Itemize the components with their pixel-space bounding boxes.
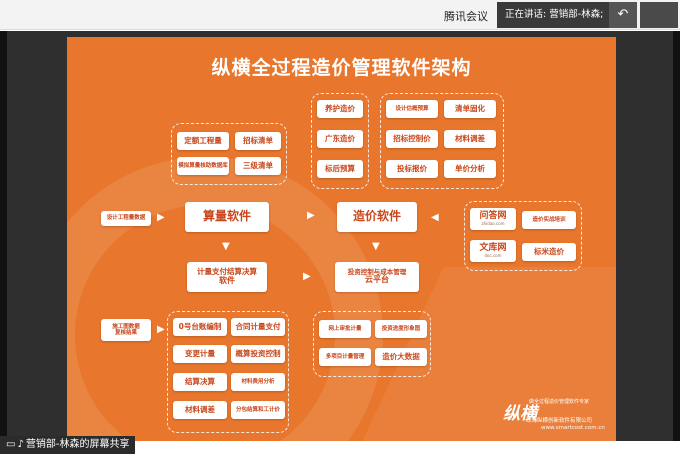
back-button[interactable]: ↶ — [609, 2, 637, 28]
node-suanliang-software: 算量软件 — [185, 202, 269, 232]
box-zhaobiao-kongzhijia: 招标控制价 — [386, 130, 438, 148]
box-biaomi-zaojia: 标米造价 — [522, 243, 576, 261]
box-danjia-fenxi: 单价分析 — [444, 160, 496, 178]
box-fenbao-jiesuan: 分包结算和工计价 — [231, 401, 285, 419]
shared-screen: 纵横全过程造价管理软件架构 定额工程量 招标清单 模拟算量核助数据库 三级清单 … — [7, 31, 673, 441]
company-logo: 纵横 — [503, 404, 537, 424]
box-guangdong-zaojia: 广东造价 — [317, 130, 363, 148]
mic-icon: ♪ — [17, 439, 24, 450]
group-bottom-left — [167, 311, 289, 433]
box-line: 复核结果 — [114, 330, 137, 336]
box-biangeng-jiliang: 变更计量 — [173, 345, 227, 363]
group-top-left — [171, 123, 287, 185]
box-touzi-jindu: 投资进度形象图 — [375, 320, 427, 338]
arrow-down-icon: ▼ — [372, 241, 380, 252]
arrow-right-icon: ▶ — [307, 210, 315, 221]
box-sub: doc.com — [484, 252, 502, 258]
box-wangshang-shenpi: 网上审批计量 — [319, 320, 371, 338]
slide-title: 纵横全过程造价管理软件架构 — [211, 57, 472, 79]
group-top-mid — [311, 93, 369, 189]
share-owner-label: 营销部-林森的屏幕共享 — [25, 439, 130, 450]
box-dinge-gongchengliang: 定额工程量 — [177, 132, 229, 150]
company-name: 珠海纵横创新软件有限公司 — [526, 418, 593, 424]
node-line: 计量支付结算决算 — [197, 267, 257, 277]
screen-icon: ▭ — [6, 439, 16, 450]
arrow-down-icon: ▼ — [222, 241, 230, 252]
box-sub: zhidao.com — [481, 220, 505, 226]
arrow-right-icon: ▶ — [157, 324, 165, 335]
window-titlebar: 腾讯会议 正在讲话: 营销部-林森; ↶ — [0, 0, 680, 30]
box-zaojia-dashuju: 造价大数据 — [375, 348, 427, 366]
box-label: 文库网 — [479, 242, 507, 253]
box-biaohou-yusuan: 标后预算 — [317, 160, 363, 178]
arrow-right-icon: ▶ — [303, 271, 311, 282]
box-zaojia-peixun: 造价实战培训 — [522, 211, 576, 229]
right-border — [673, 31, 680, 441]
box-gaisuan-touzi: 概算投资控制 — [231, 345, 285, 363]
app-title: 腾讯会议 — [444, 10, 488, 23]
left-border — [0, 31, 7, 441]
undo-icon: ↶ — [617, 7, 629, 22]
box-shigongtu-data: 施工图数据复核结果 — [101, 319, 151, 341]
box-yanghu-zaojia: 养护造价 — [317, 100, 363, 118]
speaking-indicator: 正在讲话: 营销部-林森; — [497, 2, 609, 28]
box-suanliang-database: 模拟算量核助数据库 — [177, 157, 229, 175]
node-line: 投资控制与成本管理 — [347, 268, 407, 277]
arrow-left-icon: ◀ — [431, 212, 439, 223]
toolbar-area[interactable] — [640, 2, 678, 28]
node-jisuan-software: 计量支付结算决算软件 — [187, 262, 267, 292]
box-jiesuan-juesuan: 结算决算 — [173, 373, 227, 391]
box-qingdan-guhua: 清单固化 — [444, 100, 496, 118]
box-sanji-qingdan: 三级清单 — [235, 157, 281, 175]
presentation-slide: 纵横全过程造价管理软件架构 定额工程量 招标清单 模拟算量核助数据库 三级清单 … — [67, 37, 616, 441]
box-label: 问答网 — [479, 210, 507, 221]
node-line: 软件 — [219, 275, 235, 285]
node-zaojia-software: 造价软件 — [337, 202, 417, 232]
box-sheji-gaiyusuan: 设计估概预算 — [386, 100, 438, 118]
group-top-right — [380, 93, 504, 189]
box-duoxiangmu: 多项目计量管理 — [319, 348, 371, 366]
screen-share-label: ▭♪营销部-林森的屏幕共享 — [0, 436, 136, 454]
box-toubiao-baojia: 投标报价 — [386, 160, 438, 178]
company-slogan: 做全过程造价管理软件专家 — [529, 399, 590, 405]
box-sheji-gongchengliang-data: 设计工程量数据 — [101, 211, 151, 226]
box-taizhang: 0号台账编制 — [173, 318, 227, 336]
node-cloud-platform: 投资控制与成本管理云平台 — [335, 262, 419, 292]
box-cailiao-tiaocha: 材料调差 — [444, 130, 496, 148]
arrow-right-icon: ▶ — [157, 212, 165, 223]
box-cailiao-feiyong: 材料费用分析 — [231, 373, 285, 391]
box-cailiao-tiaocha-2: 材料调差 — [173, 401, 227, 419]
box-zhaobiao-qingdan: 招标清单 — [235, 132, 281, 150]
box-line: 施工图数据 — [112, 323, 140, 330]
company-url: www.smartcost.com.cn — [541, 425, 605, 431]
box-hetong-jiliang: 合同计量支付 — [231, 318, 285, 336]
node-line: 云平台 — [365, 275, 389, 285]
